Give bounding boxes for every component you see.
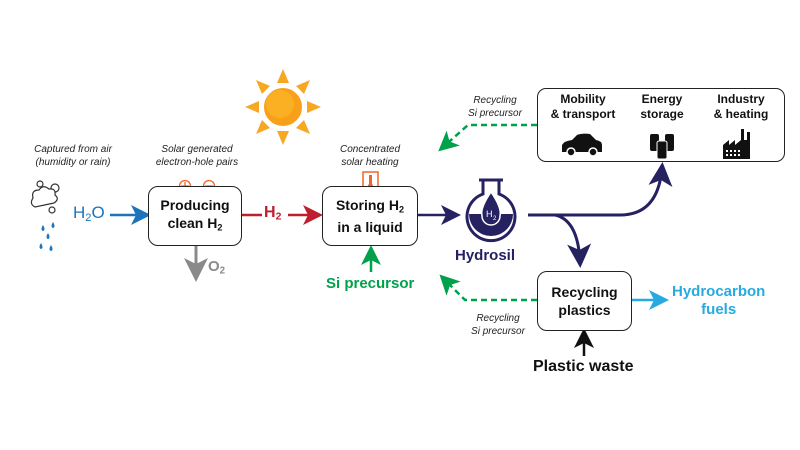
label-line: fuels [701,301,737,318]
sector-line: Industry [717,92,765,106]
box-line: Storing H2 [335,196,405,215]
caption-concentrated-heating: Concentrated solar heating [318,143,422,169]
svg-text:2: 2 [493,216,497,222]
caption-line: electron-hole pairs [155,157,239,168]
barrels-icon [650,134,674,160]
label-line: Hydrocarbon [672,283,766,300]
box-line: plastics [558,302,611,318]
sector-line: & heating [713,107,769,121]
sector-line: Mobility [560,92,606,106]
storing-h2-box[interactable]: Storing H2 in a liquid [322,186,418,246]
caption-recycling-bottom: Recycling Si precursor [458,312,538,338]
caption-solar-generated: Solar generated electron-hole pairs [140,143,254,169]
box-line: in a liquid [337,219,403,236]
caption-line: Captured from air [34,144,112,155]
recycling-si-top-arrow [438,123,537,152]
car-icon [562,133,602,157]
caption-line: Si precursor [471,326,525,337]
caption-line: Recycling [473,95,517,106]
hydrocarbon-fuels-label: Hydrocarbon fuels [672,283,765,319]
caption-recycling-top: Recycling Si precursor [455,94,535,120]
sector-line: storage [640,107,684,121]
box-line: Producing [160,196,230,213]
cloud-icon [30,180,60,214]
producing-clean-h2-box[interactable]: Producing clean H2 [148,186,242,246]
hydrosil-to-sectors-arrow [528,162,673,217]
caption-line: Recycling [476,313,520,324]
end-use-sectors-box [537,88,785,162]
water-drops-icon [39,222,55,251]
hydrosil-to-recycling-arrow [554,213,592,268]
caption-line: solar heating [341,157,399,168]
recycling-si-bottom-arrow [439,274,537,302]
h2-label: H2 [264,204,282,223]
si-precursor-label: Si precursor [326,275,415,292]
box-line: Recycling [551,284,618,300]
sector-line: Energy [641,92,683,106]
plastic-waste-label: Plastic waste [533,358,634,375]
sector-energy-storage: Energy storage [628,92,696,122]
sector-industry: Industry & heating [704,92,778,122]
caption-line: Solar generated [161,144,233,155]
caption-line: Si precursor [468,108,522,119]
flask-label: H [486,209,493,219]
sector-line: & transport [550,107,616,121]
hydrosil-label: Hydrosil [455,247,516,264]
o2-label: O2 [208,258,226,277]
h2o-label: H2O [73,203,105,224]
sun-icon [245,69,321,145]
box-line: clean H2 [167,214,223,233]
factory-icon [723,129,750,159]
recycling-plastics-box[interactable]: Recycling plastics [537,271,632,331]
flask-icon: H 2 [465,178,517,243]
caption-line: (humidity or rain) [35,157,111,168]
caption-line: Concentrated [339,144,401,155]
caption-captured-from-air: Captured from air (humidity or rain) [18,143,128,169]
sector-mobility: Mobility & transport [547,92,619,122]
